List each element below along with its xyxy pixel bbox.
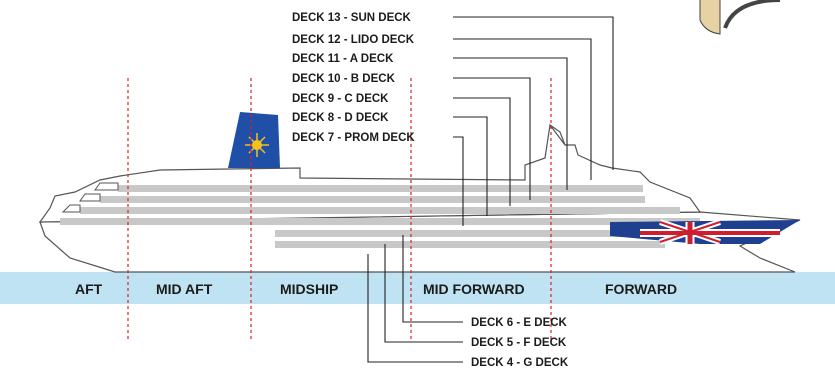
zone-label-mid-aft: MID AFT — [156, 281, 213, 297]
stern-tiers — [61, 182, 119, 213]
sunburst-logo-icon — [245, 133, 269, 157]
corner-arc — [723, 0, 781, 29]
corner-decoration — [699, 0, 721, 35]
deck-label-5: DECK 5 - F DECK — [471, 337, 567, 349]
deck-label-4: DECK 4 - G DECK — [471, 357, 569, 369]
deck-label-11: DECK 11 - A DECK — [292, 53, 394, 65]
zone-label-midship: MIDSHIP — [280, 281, 338, 297]
waterline-band — [0, 272, 835, 304]
upper-deck-leaders — [453, 16, 614, 226]
ship-funnel — [228, 112, 280, 168]
zone-label-forward: FORWARD — [605, 281, 677, 297]
zone-label-aft: AFT — [75, 281, 103, 297]
deck-label-7: DECK 7 - PROM DECK — [292, 132, 415, 144]
ship-mast — [549, 124, 566, 146]
deck-label-6: DECK 6 - E DECK — [471, 317, 568, 329]
union-flag-icon — [610, 219, 800, 245]
zone-label-mid-forward: MID FORWARD — [423, 281, 525, 297]
deck-label-8: DECK 8 - D DECK — [292, 112, 389, 124]
deck-label-13: DECK 13 - SUN DECK — [292, 12, 412, 24]
deck-label-12: DECK 12 - LIDO DECK — [292, 34, 415, 46]
deck-label-9: DECK 9 - C DECK — [292, 93, 389, 105]
deck-label-10: DECK 10 - B DECK — [292, 73, 396, 85]
lower-deck-leaders — [367, 235, 463, 363]
deck-bands — [60, 185, 700, 248]
zone-dividers — [127, 78, 552, 340]
